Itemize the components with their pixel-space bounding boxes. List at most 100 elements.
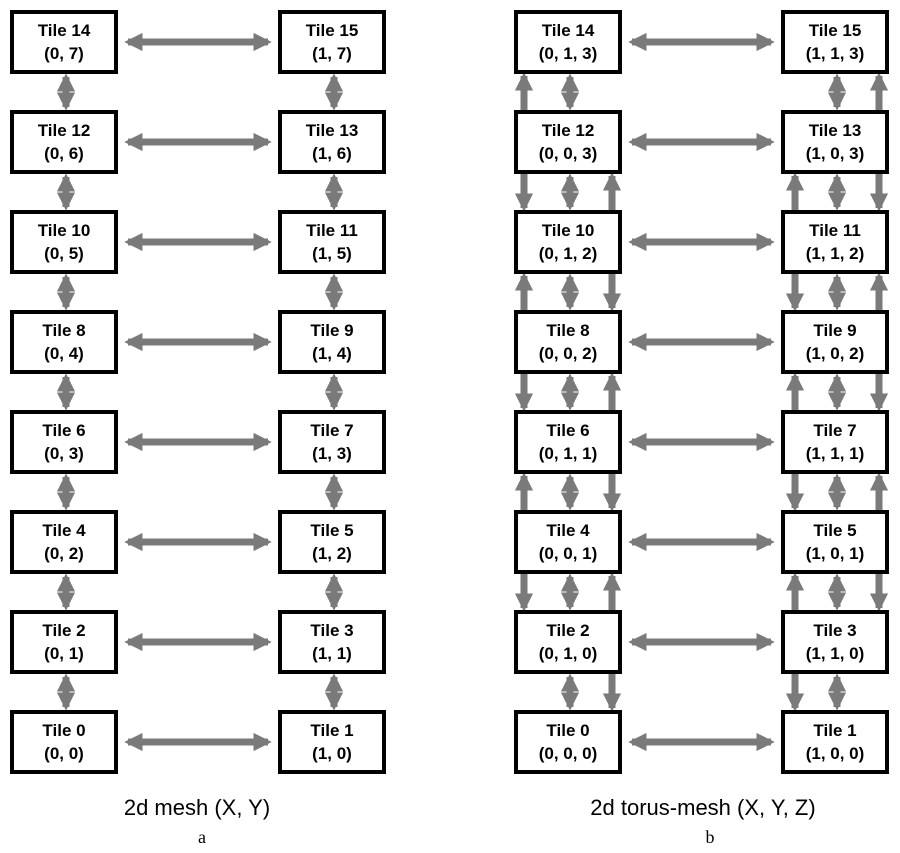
tile-name: Tile 13 [809, 121, 862, 140]
tile-coordinate: (0, 7) [44, 44, 84, 63]
tile-box: Tile 2(0, 1, 0) [514, 610, 622, 674]
tile-border [278, 710, 386, 774]
tile-box: Tile 5(1, 2) [278, 510, 386, 574]
tile-name: Tile 6 [42, 421, 85, 440]
tile-box: Tile 7(1, 1, 1) [781, 410, 889, 474]
tile-coordinate: (0, 0, 1) [539, 544, 598, 563]
tile-box: Tile 13 (1, 0, 3) [781, 110, 889, 174]
tile-name: Tile 9 [813, 321, 856, 340]
tile-name: Tile 12 [38, 121, 91, 140]
tile-coordinate: (0, 1, 2) [539, 244, 598, 263]
tile-border [514, 610, 622, 674]
tile-border [781, 710, 889, 774]
tile-coordinate: (0, 1, 0) [539, 644, 598, 663]
tile-coordinate: (1, 0, 3) [806, 144, 865, 163]
tile-box: Tile 10 (0, 1, 2) [514, 210, 622, 274]
tile-coordinate: (1, 6) [312, 144, 352, 163]
tile-name: Tile 14 [38, 21, 91, 40]
tile-coordinate: (1, 0, 2) [806, 344, 865, 363]
tile-border [781, 10, 889, 74]
tile-box: Tile 9(1, 4) [278, 310, 386, 374]
tile-box: Tile 11(1, 5) [278, 210, 386, 274]
tile-coordinate: (0, 1) [44, 644, 84, 663]
tile-border [781, 310, 889, 374]
tile-coordinate: (1, 7) [312, 44, 352, 63]
tile-box: Tile 2(0, 1) [10, 610, 118, 674]
tile-box: Tile 0(0, 0) [10, 710, 118, 774]
tile-coordinate: (0, 1, 3) [539, 44, 598, 63]
tile-box: Tile 7 (1, 3) [278, 410, 386, 474]
tile-box: Tile 5(1, 0, 1) [781, 510, 889, 574]
tile-box: Tile 10(0, 5) [10, 210, 118, 274]
tile-name: Tile 11 [809, 221, 861, 240]
tile-border [278, 410, 386, 474]
tile-box: Tile 6(0, 3) [10, 410, 118, 474]
tile-coordinate: (1, 0) [312, 744, 352, 763]
tile-border [278, 210, 386, 274]
tile-name: Tile 1 [310, 721, 353, 740]
tile-border [781, 110, 889, 174]
tile-border [278, 10, 386, 74]
tile-box: Tile 9 (1, 0, 2) [781, 310, 889, 374]
tile-name: Tile 10 [38, 221, 91, 240]
tile-border [278, 510, 386, 574]
tile-name: Tile 4 [546, 521, 590, 540]
tile-box: Tile 1 (1, 0) [278, 710, 386, 774]
tile-name: Tile 10 [542, 221, 595, 240]
tile-name: Tile 5 [813, 521, 856, 540]
tile-name: Tile 14 [542, 21, 595, 40]
diagram-a-caption: 2d mesh (X, Y) [124, 795, 270, 820]
tile-name: Tile 13 [306, 121, 359, 140]
tile-coordinate: (1, 1) [312, 644, 352, 663]
tile-box: Tile 4 (0, 0, 1) [514, 510, 622, 574]
tile-coordinate: (1, 3) [312, 444, 352, 463]
tile-coordinate: (0, 0, 2) [539, 344, 598, 363]
tile-coordinate: (1, 1, 2) [806, 244, 865, 263]
tile-border [10, 210, 118, 274]
tile-name: Tile 9 [310, 321, 353, 340]
tile-border [514, 110, 622, 174]
tile-box: Tile 13 (1, 6) [278, 110, 386, 174]
tile-name: Tile 15 [306, 21, 359, 40]
tile-name: Tile 3 [813, 621, 856, 640]
tile-coordinate: (0, 1, 1) [539, 444, 598, 463]
tile-name: Tile 1 [813, 721, 856, 740]
tile-border [514, 10, 622, 74]
tile-name: Tile 8 [42, 321, 85, 340]
tile-box: Tile 11 (1, 1, 2) [781, 210, 889, 274]
tile-box: Tile 0 (0, 0, 0) [514, 710, 622, 774]
tile-box: Tile 15 (1, 1, 3) [781, 10, 889, 74]
tile-box: Tile 6 (0, 1, 1) [514, 410, 622, 474]
tile-box: Tile 14 (0, 1, 3) [514, 10, 622, 74]
tile-name: Tile 8 [546, 321, 589, 340]
tile-border [514, 510, 622, 574]
tile-border [781, 410, 889, 474]
tile-name: Tile 7 [310, 421, 353, 440]
tile-border [10, 310, 118, 374]
tile-name: Tile 6 [546, 421, 589, 440]
tile-coordinate: (0, 2) [44, 544, 84, 563]
diagram-b-caption: 2d torus-mesh (X, Y, Z) [590, 795, 815, 820]
tile-border [10, 710, 118, 774]
tile-name: Tile 5 [310, 521, 353, 540]
tile-name: Tile 7 [813, 421, 856, 440]
tile-name: Tile 12 [542, 121, 595, 140]
tile-coordinate: (1, 1, 3) [806, 44, 865, 63]
tile-box: Tile 12(0, 6) [10, 110, 118, 174]
tile-border [781, 210, 889, 274]
tile-coordinate: (1, 1, 0) [806, 644, 865, 663]
tile-box: Tile 8(0, 4) [10, 310, 118, 374]
tile-border [514, 210, 622, 274]
tile-coordinate: (0, 0, 3) [539, 144, 598, 163]
tile-coordinate: (0, 0) [44, 744, 84, 763]
tile-box: Tile 8 (0, 0, 2) [514, 310, 622, 374]
tile-coordinate: (0, 0, 0) [539, 744, 598, 763]
tile-name: Tile 0 [546, 721, 589, 740]
tile-box: Tile 12 (0, 0, 3) [514, 110, 622, 174]
tile-border [514, 310, 622, 374]
tile-border [10, 610, 118, 674]
tile-box: Tile 3(1, 1) [278, 610, 386, 674]
tile-box: Tile 15 (1, 7) [278, 10, 386, 74]
tile-box: Tile 1(1, 0, 0) [781, 710, 889, 774]
tile-name: Tile 15 [809, 21, 862, 40]
